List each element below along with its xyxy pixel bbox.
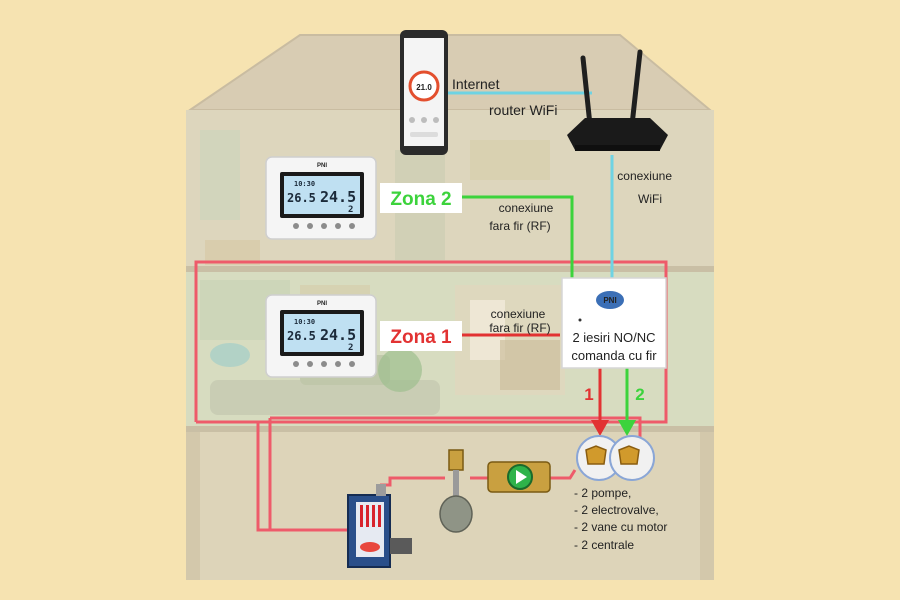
rf-label-zona2-line2: fara fir (RF)	[489, 219, 550, 233]
receiver-brand: PNI	[603, 296, 616, 305]
phone-temperature: 21.0	[416, 83, 432, 92]
zona2-label-box: Zona 2	[380, 183, 462, 213]
receiver-outputs-line1: 2 iesiri NO/NC	[572, 330, 655, 345]
zone-valve-2	[609, 435, 655, 481]
zona1-label-box: Zona 1	[380, 321, 462, 351]
wifi-label-line2: WiFi	[638, 192, 662, 206]
zona1-label: Zona 1	[390, 327, 452, 348]
channel-2-label: 2	[635, 385, 644, 404]
devices-list-item-3: - 2 vane cu motor	[574, 520, 667, 534]
receiver-outputs-line2: comanda cu fir	[571, 348, 657, 363]
zone2-connection-line	[462, 195, 629, 428]
thermostat-zona1-brand: PNI	[317, 301, 327, 307]
internet-connection-lines	[448, 91, 614, 280]
zone2-arrow-head	[618, 420, 636, 436]
rf-label-zona1-line1: conexiune	[491, 307, 546, 321]
wifi-router	[567, 49, 668, 151]
thermostat-zona1-temp-left: 26.5	[287, 329, 316, 343]
boiler	[347, 484, 412, 568]
thermostat-zona2-time: 10:30	[294, 180, 315, 188]
channel-1-label: 1	[584, 385, 593, 404]
zona2-label: Zona 2	[390, 189, 451, 210]
thermostat-zona1-time: 10:30	[294, 318, 315, 326]
thermostat-zona2-temp-left: 26.5	[287, 191, 316, 205]
wired-receiver-unit: PNI 2 iesiri NO/NC comanda cu fir	[561, 277, 667, 369]
internet-label: Internet	[452, 76, 500, 92]
thermostat-zona1-day: 2	[348, 343, 353, 353]
devices-list-item-1: - 2 pompe,	[574, 486, 631, 500]
devices-list-item-2: - 2 electrovalve,	[574, 503, 659, 517]
rf-label-zona1-line2: fara fir (RF)	[489, 321, 550, 335]
wifi-label-line1: conexiune	[617, 169, 672, 183]
devices-list-item-4: - 2 centrale	[574, 538, 634, 552]
circulation-pump	[487, 461, 551, 493]
thermostat-zona2: PNI 10:30 26.5 24.5 2	[265, 156, 377, 240]
thermostat-zona1-temp-right: 24.5	[320, 326, 356, 344]
devices-list: - 2 pompe, - 2 electrovalve, - 2 vane cu…	[574, 486, 667, 552]
thermostat-zona1: PNI 10:30 26.5 24.5 2	[265, 294, 377, 378]
thermostat-zona2-brand: PNI	[317, 163, 327, 169]
zone1-arrow-head	[591, 420, 609, 436]
thermostat-zona2-day: 2	[348, 205, 353, 215]
smartphone: 21.0	[400, 30, 448, 155]
expansion-vessel	[439, 449, 473, 533]
zone-valve-1	[576, 435, 622, 481]
rf-label-zona2-line1: conexiune	[499, 201, 554, 215]
router-label: router WiFi	[489, 102, 557, 118]
zone1-connection-line	[462, 333, 602, 428]
thermostat-zona2-temp-right: 24.5	[320, 188, 356, 206]
